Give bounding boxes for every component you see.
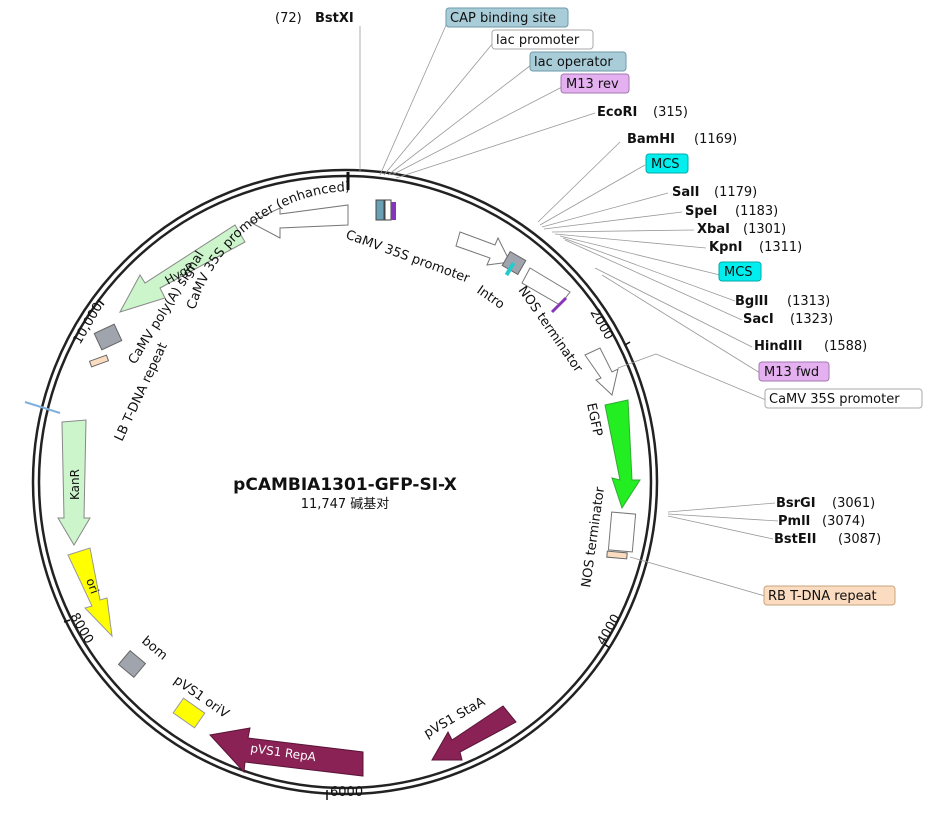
box-cap [445,7,569,28]
box-rb [763,585,896,606]
site-kpni-pos: (1311) [759,240,802,255]
site-bsrgi-pos: (3061) [832,496,875,511]
box-camv35s-right [764,388,923,409]
left-marker [24,401,61,414]
label-camv35s: CaMV 35S promoter [344,228,472,287]
feature-lb [88,354,110,368]
feature-camv35s-enhanced [248,204,349,239]
plasmid-size: 11,747 碱基对 [301,497,390,512]
box-m13rev [560,73,630,94]
scale-ticks [63,299,631,800]
site-bstxi-pos: (72) [275,11,302,26]
label-lac-promoter: lac promoter [496,33,580,48]
site-bsteii-name: BstEII [774,532,816,547]
feature-ori [67,547,113,638]
box-m13fwd [758,361,830,382]
feature-camv-polya [93,323,123,351]
label-egfp: EGFP [583,402,605,438]
label-cap: CAP binding site [450,11,556,26]
box-mcs2 [718,261,762,282]
site-spei-pos: (1183) [735,204,778,219]
feature-label-kanr: KanR [68,469,82,500]
box-lac-promoter [491,29,594,50]
feature-lac-operator [384,199,392,221]
tick-label-2000: 2000 [587,307,617,343]
site-ecori-pos: (315) [653,105,688,120]
site-bglii-name: BglII [735,294,768,309]
box-mcs1 [645,153,689,174]
feature-egfp [604,399,641,510]
site-hindiii-pos: (1588) [824,339,867,354]
site-saci-name: SacI [743,312,774,327]
label-m13rev: M13 rev [566,77,619,92]
site-saci-pos: (1323) [790,312,833,327]
feature-rb [606,550,628,560]
feature-m13-mark [550,296,568,314]
site-sali-name: SalI [672,185,699,200]
site-bglii-pos: (1313) [787,294,830,309]
site-pmli-pos: (3074) [822,514,865,529]
label-mcs2: MCS [724,265,753,280]
site-hindiii-name: HindIII [754,339,802,354]
backbone-inner [37,174,653,790]
label-rb: RB T-DNA repeat [768,589,877,604]
site-bsteii-pos: (3087) [838,532,881,547]
label-m13fwd: M13 fwd [764,365,819,380]
feature-cap-lac [375,199,385,221]
site-kpni-name: KpnI [709,240,742,255]
feature-m13rev [391,202,396,220]
leader-lines [359,22,779,597]
feature-hygr [118,224,246,313]
plasmid-name: pCAMBIA1301-GFP-SI-X [233,475,457,495]
tick-label-6000: 6000 [330,785,363,800]
label-lac-operator: lac operator [534,55,613,70]
box-lac-operator [529,51,627,72]
site-bamhi-name: BamHI [627,132,675,147]
site-spei-name: SpeI [685,204,717,219]
site-pmli-name: PmlI [778,514,810,529]
feature-pvs1-repa [209,727,364,777]
feature-label-ori: ori [83,576,101,595]
feature-mcs-mark [504,261,516,277]
site-ecori-name: EcoRI [597,105,637,120]
feature-pvs1-staa [431,705,517,761]
site-xbai-name: XbaI [697,222,730,237]
feature-pvs1-oriv [172,697,206,729]
site-xbai-pos: (1301) [743,222,786,237]
site-bsrgi-name: BsrGI [776,496,816,511]
label-bom: bom [138,634,170,664]
feature-kanr [57,419,91,546]
backbone-outer [31,168,659,796]
feature-camv35s-right [584,347,619,396]
site-bstxi-name: BstXI [315,11,354,26]
feature-nos-term2 [607,511,637,553]
feature-bom [117,649,147,679]
feature-camv35s [455,231,511,266]
label-nos-term2: NOS terminator [579,485,608,588]
label-intro: Intro [474,283,507,313]
site-bamhi-pos: (1169) [694,132,737,147]
label-camv35s-right: CaMV 35S promoter [769,392,900,407]
label-mcs1: MCS [651,157,680,172]
site-sali-pos: (1179) [714,185,757,200]
